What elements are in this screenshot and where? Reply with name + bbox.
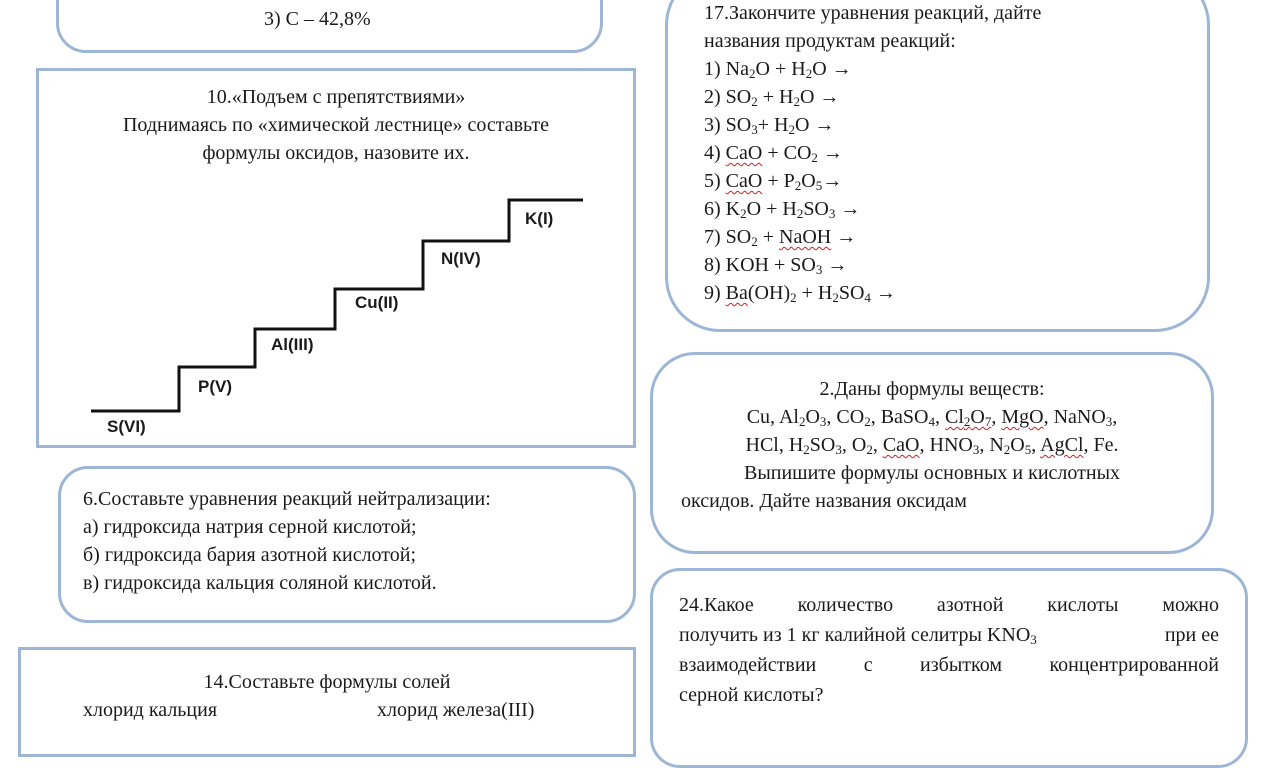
task2-line4: Выпишите формулы основных и кислотных	[743, 462, 1120, 484]
chemical-staircase	[91, 198, 583, 413]
task2-formulas-2: HCl, H2SO3, O2, CaO, HNO3, N2O5, AgCl, F…	[745, 434, 1119, 457]
task2-card: 2.Даны формулы веществ: Cu, Al2O3, CO2, …	[650, 352, 1214, 554]
step-label-n: N(IV)	[441, 249, 481, 268]
task14-salt-right: хлорид железа(III)	[377, 699, 535, 721]
task2-formulas-1: Cu, Al2O3, CO2, BaSO4, Cl2O7, MgO, NaNO3…	[746, 406, 1118, 429]
task24-line4: серной кислоты?	[679, 684, 824, 706]
equation-9: 9) Ba(OH)2 + H2SO4 →	[704, 282, 896, 305]
step-label-cu: Cu(II)	[355, 293, 399, 312]
step-label-k: K(I)	[525, 209, 554, 228]
task17-card: 17.Закончите уравнения реакций, дайте на…	[665, 0, 1210, 332]
task14-card: 14.Составьте формулы солей хлорид кальци…	[18, 647, 636, 757]
task-top-card: 3) С – 42,8%	[56, 0, 603, 53]
task10-line2: Поднимаясь по «химической лестнице» сост…	[122, 114, 549, 136]
equation-2: 2) SO2 + H2O →	[704, 86, 840, 109]
equation-3: 3) SO3+ H2O →	[704, 114, 835, 137]
step-label-al: Al(III)	[271, 335, 314, 354]
task-top-line3: 3) С – 42,8%	[264, 8, 371, 30]
equation-4: 4) CaO + CO2 →	[704, 142, 843, 165]
equation-6: 6) K2O + H2SO3 →	[704, 198, 861, 221]
task10-card: 10.«Подъем с препятствиями» Поднимаясь п…	[36, 68, 636, 448]
task17-title-1: 17.Закончите уравнения реакций, дайте	[704, 2, 1042, 24]
equation-1: 1) Na2O + H2O →	[704, 58, 852, 81]
equation-5: 5) CaO + P2O5→	[704, 170, 843, 193]
equation-8: 8) KOH + SO3 →	[704, 254, 848, 277]
step-label-s: S(VI)	[107, 417, 146, 436]
task24-card: 24.Какое количество азотной кислоты можн…	[650, 568, 1248, 768]
task6-item-c: в) гидроксида кальция соляной кислотой.	[83, 572, 437, 594]
task14-title: 14.Составьте формулы солей	[203, 671, 451, 693]
task6-item-b: б) гидроксида бария азотной кислотой;	[83, 544, 417, 566]
task2-title: 2.Даны формулы веществ:	[819, 378, 1045, 400]
task10-line3: формулы оксидов, назовите их.	[202, 142, 470, 164]
task17-title-2: названия продуктам реакций:	[704, 30, 956, 52]
step-label-p: P(V)	[198, 377, 232, 396]
task6-item-a: а) гидроксида натрия серной кислотой;	[83, 516, 417, 538]
task14-salt-left: хлорид кальция	[83, 699, 218, 721]
task6-card: 6.Составьте уравнения реакций нейтрализа…	[58, 466, 636, 623]
task6-title: 6.Составьте уравнения реакций нейтрализа…	[83, 488, 491, 510]
task10-title: 10.«Подъем с препятствиями»	[206, 86, 466, 108]
task24-line3: взаимодействии с избытком концентрирован…	[679, 654, 1219, 676]
equation-7: 7) SO2 + NaOH →	[704, 226, 857, 249]
task2-line5: оксидов. Дайте названия оксидам	[681, 490, 967, 512]
task24-line1: 24.Какое количество азотной кислоты можн…	[679, 594, 1219, 616]
